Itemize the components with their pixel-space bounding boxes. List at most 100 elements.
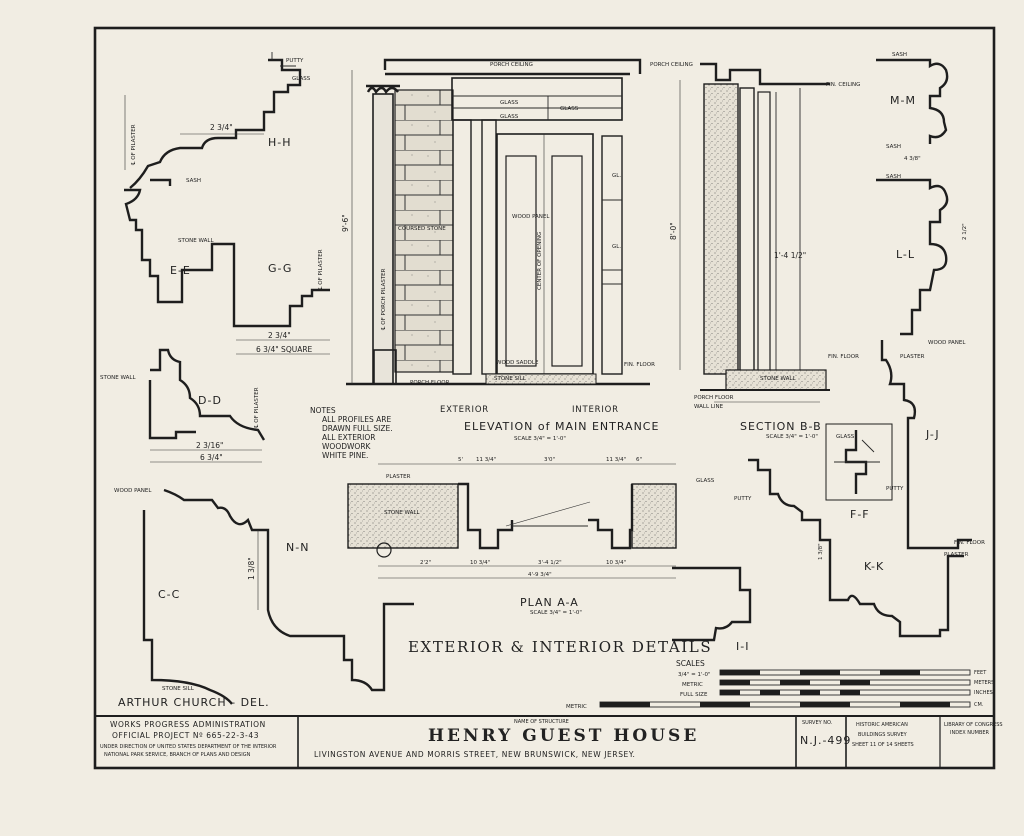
label-glass-6: GLASS: [696, 478, 715, 484]
profile-i-i: [672, 566, 752, 642]
profile-j-j-k-k: [748, 340, 972, 638]
label-sash-1: SASH: [186, 178, 201, 184]
label-f-f: F-F: [850, 508, 870, 521]
profile-f-f: [825, 423, 893, 501]
label-cl-pilaster-1: ℄ OF PILASTER: [130, 124, 137, 165]
wpa-line-1: WORKS PROGRESS ADMINISTRATION: [110, 720, 266, 729]
dim-elev-2: 8'-0": [669, 222, 678, 240]
label-glass-2: GLASS: [500, 100, 519, 106]
notes-line-1: ALL PROFILES ARE: [322, 415, 391, 424]
outer-border: [93, 26, 996, 770]
wpa-line-3: UNDER DIRECTION OF UNITED STATES DEPARTM…: [100, 744, 277, 750]
label-center-opening: CENTER OF OPENING: [537, 232, 543, 290]
drawing-title: EXTERIOR & INTERIOR DETAILS: [408, 638, 712, 656]
profile-h-h: [124, 52, 302, 189]
scale-1-label: 3/4" = 1'-0": [678, 672, 711, 678]
label-j-j: J-J: [925, 428, 940, 441]
label-glass-4: GLASS: [500, 114, 519, 120]
label-fin-ceiling: FIN. CEILING: [826, 82, 860, 88]
label-k-k: K-K: [864, 560, 884, 573]
label-stone-sill-2: STONE SILL: [494, 376, 527, 382]
dim-plan-2: 11 3/4": [476, 457, 496, 463]
label-porch-floor-2: PORCH FLOOR: [694, 395, 734, 401]
elevation-scale: SCALE 3/4" = 1'-0": [514, 436, 566, 442]
label-fin-floor-1: FIN. FLOOR: [624, 362, 655, 368]
notes-line-2: DRAWN FULL SIZE.: [322, 424, 393, 433]
title-block: [297, 716, 941, 768]
label-e-e: E-E: [170, 264, 191, 277]
dim-l-l: 2 1/2": [962, 223, 968, 240]
label-stone-wall-4: STONE WALL: [384, 510, 420, 516]
notes-line-3: ALL EXTERIOR: [322, 433, 375, 442]
label-plaster-2: PLASTER: [900, 354, 925, 360]
dim-d-d-1: 2 3/16": [196, 441, 223, 450]
dim-elev-3: 1'-4 1/2": [774, 251, 806, 260]
dim-plan-6: 2'2": [420, 560, 431, 566]
notes-line-4: WOODWORK: [322, 442, 372, 451]
section-title: SECTION B-B: [740, 420, 822, 433]
label-n-n: N-N: [286, 541, 309, 554]
profile-l-l: [876, 178, 949, 336]
label-fin-floor-3: FIN. FLOOR: [954, 540, 985, 546]
dim-h-h: 2 3/4": [210, 123, 233, 132]
scale-unit-cm: CM.: [974, 702, 984, 708]
scale-unit-inches: INCHES: [974, 690, 993, 696]
dim-k-k: 1 3/8": [818, 543, 824, 560]
label-stone-sill-1: STONE SILL: [162, 686, 195, 692]
sheet-number: SHEET 11 OF 14 SHEETS: [852, 742, 914, 748]
loc-line-1: LIBRARY OF CONGRESS: [944, 722, 1003, 728]
label-putty: PUTTY: [286, 58, 304, 64]
dim-g-g-2: 6 3/4" SQUARE: [256, 345, 313, 354]
scale-2-label: METRIC: [682, 682, 703, 688]
dim-d-d-2: 6 3/4": [200, 453, 223, 462]
profile-d-d: [148, 348, 266, 441]
label-l-l: L-L: [896, 248, 915, 261]
loc-line-2: INDEX NUMBER: [950, 730, 990, 736]
dim-n-n: 1 3/8": [247, 557, 256, 580]
profile-e-e-g-g: [124, 178, 330, 328]
habs-line-2: BUILDINGS SURVEY: [858, 732, 908, 738]
label-m-m: M-M: [890, 94, 916, 107]
label-gl-2: GL.: [612, 244, 621, 250]
dim-plan-1: 5': [458, 457, 463, 463]
label-wood-panel-2: WOOD PANEL: [928, 340, 966, 346]
dim-m-m-1: 4 3/8": [904, 156, 921, 162]
label-i-i: I-I: [736, 640, 749, 653]
label-plaster-1: PLASTER: [386, 474, 411, 480]
label-putty-3: PUTTY: [734, 496, 752, 502]
label-cl-pilaster-3: ℄ OF PILASTER: [253, 387, 260, 428]
sheet-address: LIVINGSTON AVENUE AND MORRIS STREET, NEW…: [314, 750, 636, 759]
scale-3-label: FULL SIZE: [680, 692, 708, 698]
profile-n-n-c-c: [142, 488, 414, 705]
label-glass: GLASS: [292, 76, 311, 82]
label-porch-ceiling-1: PORCH CEILING: [490, 62, 533, 68]
dim-plan-9: 10 3/4": [606, 560, 626, 566]
dim-plan-3: 3'0": [544, 457, 555, 463]
dim-plan-7: 10 3/4": [470, 560, 490, 566]
dim-plan-5: 6": [636, 457, 642, 463]
dim-g-g-1: 2 3/4": [268, 331, 291, 340]
label-glass-5: GLASS: [836, 434, 855, 440]
survey-label: SURVEY NO.: [802, 720, 833, 726]
plan-scale: SCALE 3/4" = 1'-0": [530, 610, 582, 616]
dim-elev-1: 9'-6": [341, 214, 350, 232]
label-wood-panel-1: WOOD PANEL: [114, 488, 152, 494]
survey-number: N.J.-499: [800, 734, 851, 747]
label-fin-floor-2: FIN. FLOOR: [828, 354, 859, 360]
notes-line-5: WHITE PINE.: [322, 451, 368, 460]
drawn-by: ARTHUR CHURCH - DEL.: [118, 696, 270, 709]
sheet-title: HENRY GUEST HOUSE: [428, 726, 699, 746]
elevation-main-entrance: [346, 58, 650, 386]
label-stone-wall-3: STONE WALL: [760, 376, 796, 382]
dim-plan-10: 4'-9 3/4": [528, 572, 552, 578]
label-putty-2: PUTTY: [886, 486, 904, 492]
label-cl-pilaster-2: ℄ OF PILASTER: [317, 249, 324, 290]
label-glass-3: GLASS: [560, 106, 579, 112]
label-porch-floor-1: PORCH FLOOR: [410, 380, 450, 386]
label-interior: INTERIOR: [572, 405, 619, 415]
label-porch-ceiling-2: PORCH CEILING: [650, 62, 693, 68]
label-cl-porch-pilaster: ℄ OF PORCH PILASTER: [380, 268, 387, 330]
label-c-c: C-C: [158, 588, 180, 601]
scale-4-label: METRIC: [566, 704, 587, 710]
